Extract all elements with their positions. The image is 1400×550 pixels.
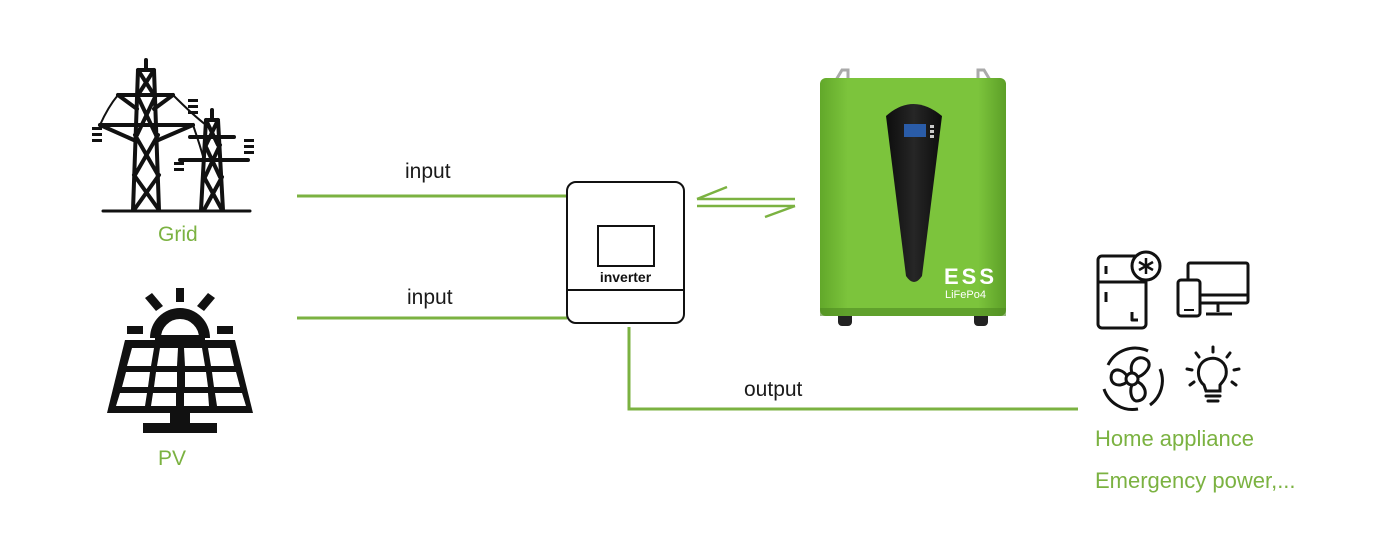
bidirectional-arrow-icon — [696, 185, 796, 219]
output-label: output — [744, 378, 803, 401]
power-tower-icon — [92, 58, 254, 213]
loads-label-home: Home appliance — [1095, 426, 1254, 451]
pv-label: PV — [158, 447, 187, 470]
battery-brand: ESS — [944, 264, 998, 289]
grid-input-label: input — [405, 160, 451, 183]
light-bulb-icon — [1185, 345, 1241, 403]
computer-phone-icon — [1176, 261, 1250, 318]
inverter-screen — [597, 225, 655, 267]
grid-label: Grid — [158, 223, 198, 246]
pv-input-label: input — [407, 286, 453, 309]
inverter-label: inverter — [599, 269, 652, 285]
refrigerator-icon — [1096, 250, 1162, 330]
fan-icon — [1102, 346, 1164, 411]
battery-chemistry: LiFePo4 — [945, 289, 986, 301]
ess-battery-icon — [820, 68, 1006, 326]
solar-panel-icon — [107, 288, 253, 433]
inverter-box: inverter — [566, 181, 685, 324]
loads-label-emergency: Emergency power,... — [1095, 468, 1296, 493]
output-line — [627, 327, 1078, 411]
inverter-divider — [568, 289, 683, 291]
